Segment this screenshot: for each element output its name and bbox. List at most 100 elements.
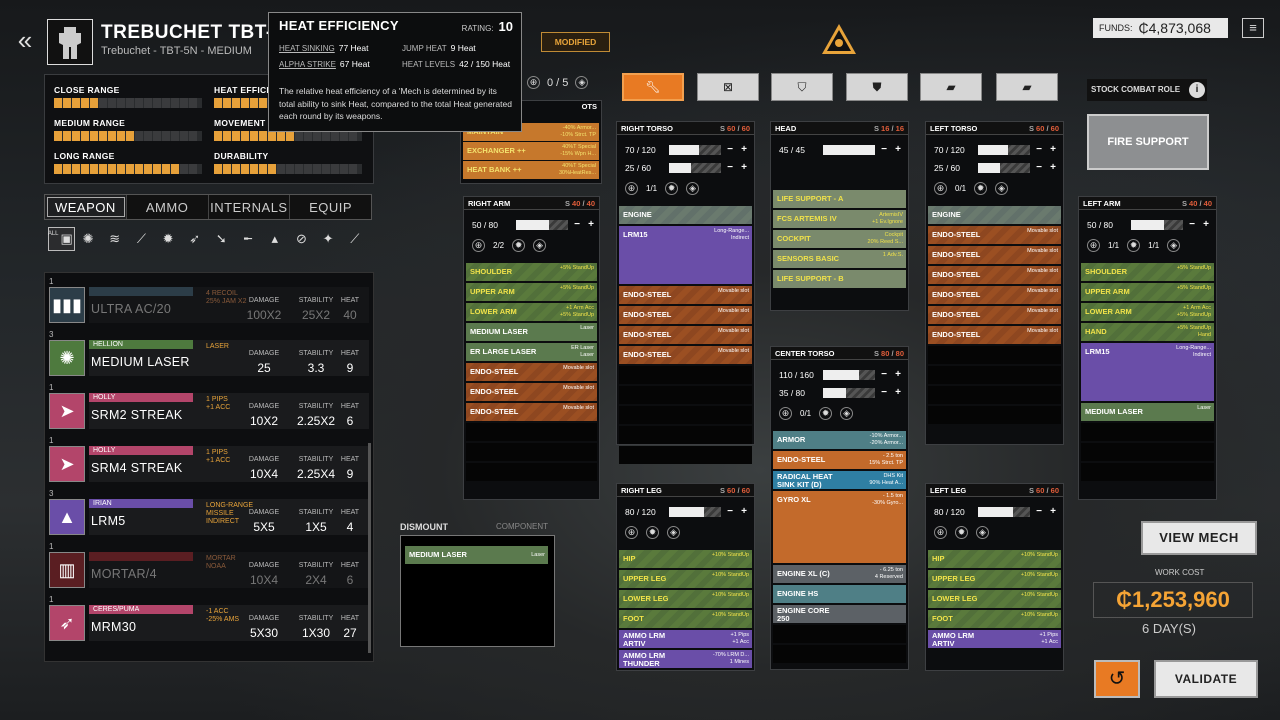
component-slot[interactable]: ENGINE [928, 206, 1061, 224]
empty-slot[interactable] [773, 625, 906, 643]
back-button[interactable]: « [17, 25, 33, 55]
empty-slot[interactable] [1081, 443, 1214, 461]
filter-artillery-icon[interactable]: ➘ [215, 231, 227, 246]
component-slot[interactable]: RADICAL HEAT SINK KIT (D)DHS Kit 90% Hea… [773, 471, 906, 489]
plus-button[interactable]: + [895, 369, 901, 380]
empty-slot[interactable] [928, 366, 1061, 384]
component-slot[interactable]: UPPER LEG+10% StandUp [619, 570, 752, 588]
empty-slot[interactable] [619, 366, 752, 384]
component-slot[interactable]: ARMOR-10% Armor... -20% Armor... [773, 431, 906, 449]
tab-equip[interactable]: EQUIP [309, 199, 353, 215]
component-slot[interactable]: LIFE SUPPORT - A [773, 190, 906, 208]
minus-button[interactable]: − [1036, 506, 1042, 517]
upgrade-slot[interactable]: HEAT BANK ++40%T Special 30%HeatRes... [463, 161, 599, 179]
minus-button[interactable]: − [1036, 144, 1042, 155]
armor-bar[interactable] [978, 144, 1030, 155]
component-slot[interactable]: FOOT+10% StandUp [619, 610, 752, 628]
component-slot[interactable]: ENDO-STEEL- 2.5 ton 15% Strct. TP [773, 451, 906, 469]
minus-button[interactable]: − [881, 387, 887, 398]
minus-button[interactable]: − [1036, 162, 1042, 173]
hamburger-icon[interactable]: ≡ [1242, 18, 1264, 38]
undo-button[interactable]: ↺ [1094, 660, 1140, 698]
plus-button[interactable]: + [741, 144, 747, 155]
empty-slot[interactable] [619, 386, 752, 404]
plus-button[interactable]: + [741, 162, 747, 173]
armor-bar[interactable] [1131, 219, 1183, 230]
armor-bar[interactable] [978, 506, 1030, 517]
component-slot[interactable]: ENGINE HS [773, 585, 906, 603]
minus-button[interactable]: − [1189, 219, 1195, 230]
armor-bar[interactable] [669, 162, 721, 173]
filter-ballistic-icon[interactable]: ≋ [109, 231, 121, 246]
empty-slot[interactable] [773, 645, 906, 663]
stat-long-range[interactable]: LONG RANGE [54, 151, 202, 174]
plus-button[interactable]: + [1050, 506, 1056, 517]
empty-slot[interactable] [928, 386, 1061, 404]
plus-button[interactable]: + [588, 219, 594, 230]
component-slot[interactable]: SHOULDER+5% StandUp [466, 263, 597, 281]
component-slot[interactable]: ENGINE XL (C)- 6.25 ton 4 Reserved [773, 565, 906, 583]
tab-internals[interactable]: INTERNALS [209, 195, 291, 219]
info-icon[interactable]: i [1189, 82, 1205, 98]
strip-weapons-button[interactable]: ⊠ [697, 73, 759, 101]
tab-ammo[interactable]: AMMO [127, 195, 209, 219]
plus-button[interactable]: + [1050, 144, 1056, 155]
filter-ams-icon[interactable]: ⊘ [295, 231, 307, 246]
component-slot[interactable]: HAND+5% StandUp Hand [1081, 323, 1214, 341]
strip-armor-button[interactable]: ▰ [920, 73, 982, 101]
plus-button[interactable]: + [1203, 219, 1209, 230]
armor-bar[interactable] [823, 369, 875, 380]
strip-equipment-button[interactable]: ⛉ [771, 73, 833, 101]
armor-bar[interactable] [978, 162, 1030, 173]
empty-slot[interactable] [466, 463, 597, 481]
upgrade-slot[interactable]: EXCHANGER ++40%T Special -15% Wpn H... [463, 142, 599, 160]
component-slot[interactable]: HIP+10% StandUp [619, 550, 752, 568]
empty-slot[interactable] [1081, 463, 1214, 481]
component-slot[interactable]: LOWER LEG+10% StandUp [928, 590, 1061, 608]
stat-movement[interactable]: MOVEMENT [214, 118, 362, 141]
tab-weapon[interactable]: WEAPON [45, 195, 127, 219]
empty-slot[interactable] [619, 446, 752, 464]
empty-slot[interactable] [619, 426, 752, 444]
validate-button[interactable]: VALIDATE [1154, 660, 1258, 698]
stat-medium-range[interactable]: MEDIUM RANGE [54, 118, 202, 141]
max-armor-button[interactable]: ⛊ [846, 73, 908, 101]
plus-button[interactable]: + [1050, 162, 1056, 173]
armor-bar[interactable] [823, 387, 875, 398]
minus-button[interactable]: − [881, 144, 887, 155]
armor-bar[interactable] [823, 144, 875, 155]
filter-all-icon[interactable]: ALL▣ [48, 227, 75, 251]
view-mech-button[interactable]: VIEW MECH [1141, 521, 1257, 555]
component-slot[interactable]: LIFE SUPPORT - B [773, 270, 906, 288]
empty-slot[interactable] [928, 406, 1061, 424]
weapon-list-scrollbar[interactable] [368, 443, 371, 653]
filter-melee-icon[interactable]: ⟋ [350, 231, 360, 246]
component-slot[interactable]: ENGINE [619, 206, 752, 224]
empty-slot[interactable] [928, 346, 1061, 364]
filter-burst-icon[interactable]: ✹ [162, 231, 174, 246]
component-slot[interactable]: ENGINE CORE 250 [773, 605, 906, 623]
filter-support-icon[interactable]: ✦ [322, 231, 334, 246]
filter-energy-icon[interactable]: ✺ [82, 231, 94, 246]
component-slot[interactable]: UPPER ARM+5% StandUp [466, 283, 597, 301]
